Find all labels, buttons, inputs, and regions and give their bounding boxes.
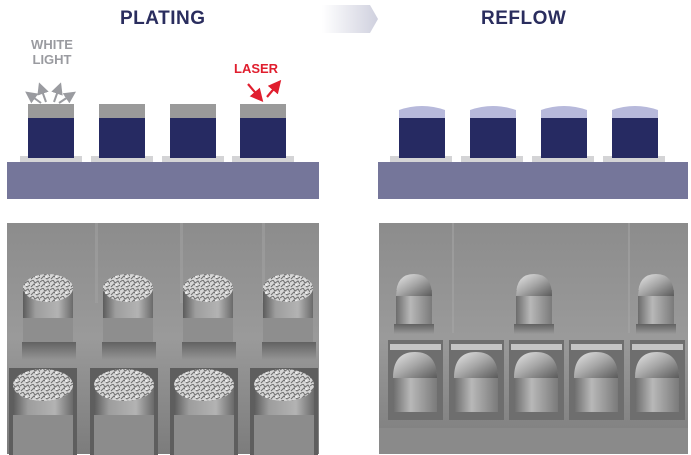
sem-pillar xyxy=(170,368,238,455)
plating-title: PLATING xyxy=(120,8,206,29)
reflow-sem-image xyxy=(379,223,688,454)
sem-reflow-bump xyxy=(509,340,564,420)
sem-reflow-bump xyxy=(630,340,685,420)
sem-reflow-bump xyxy=(514,274,554,334)
sem-pillar xyxy=(182,274,236,360)
laser-label: LASER xyxy=(234,61,279,76)
sem-reflow-bump xyxy=(394,274,434,334)
sem-reflow-bump xyxy=(449,340,504,420)
substrate xyxy=(7,162,319,199)
reflow-bump xyxy=(461,106,523,162)
sem-pillar xyxy=(102,274,156,360)
reflow-title: REFLOW xyxy=(481,8,567,29)
plating-sem-image xyxy=(7,223,319,455)
sem-pillar xyxy=(262,274,316,360)
sem-pillar xyxy=(9,368,77,455)
white-light-label: WHITE LIGHT xyxy=(31,37,73,67)
plating-bump xyxy=(232,104,294,162)
sem-pillar xyxy=(90,368,158,455)
reflow-bump xyxy=(390,106,452,162)
reflow-bump xyxy=(603,106,665,162)
laser-arrows-icon xyxy=(247,79,282,103)
process-arrow-icon xyxy=(322,5,378,33)
white-light-arrows-icon xyxy=(25,82,76,104)
plating-schematic xyxy=(7,79,319,199)
plating-bump xyxy=(20,104,82,162)
sem-reflow-bump xyxy=(388,340,443,420)
sem-reflow-bump xyxy=(636,274,676,334)
sem-reflow-bump xyxy=(569,340,624,420)
reflow-schematic xyxy=(378,106,688,199)
plating-bump xyxy=(162,104,224,162)
sem-pillar xyxy=(250,368,318,455)
sem-pillar xyxy=(22,274,76,360)
reflow-bump xyxy=(532,106,594,162)
plating-bump xyxy=(91,104,153,162)
substrate xyxy=(378,162,688,199)
